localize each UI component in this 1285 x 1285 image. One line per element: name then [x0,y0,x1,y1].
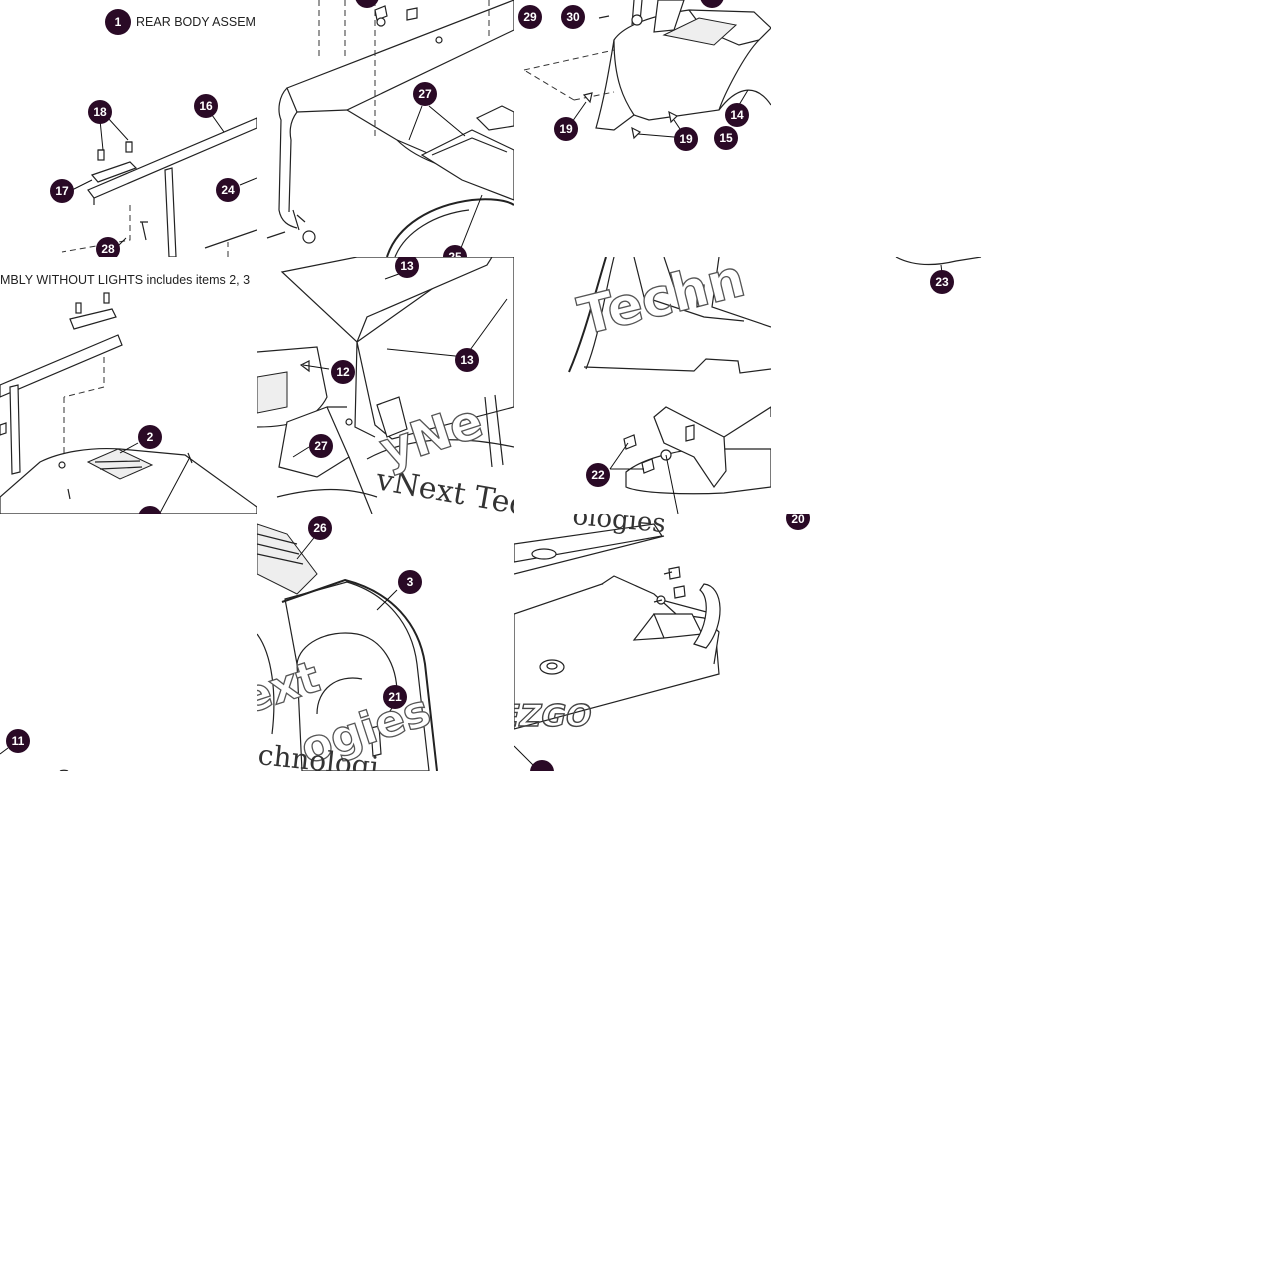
svg-text:20: 20 [791,514,805,526]
callout-17: 17 [50,179,74,203]
svg-text:21: 21 [388,690,402,704]
callout-22: 22 [586,463,610,487]
svg-text:30: 30 [566,10,580,24]
svg-text:26: 26 [313,521,327,535]
svg-text:13: 13 [460,353,474,367]
svg-text:14: 14 [730,108,744,122]
svg-text:23: 23 [935,275,949,289]
callout-14: 14 [725,103,749,127]
svg-text:28: 28 [101,242,115,256]
tile-rear-fender: 29 30 19 19 14 15 [514,0,771,257]
callout-21: 21 [383,685,407,709]
callout-30: 30 [561,5,585,29]
callout-2: 2 [138,425,162,449]
svg-text:16: 16 [199,99,213,113]
svg-text:1: 1 [115,15,122,29]
tile-side-panel: ext ogies chnologi 26 3 21 [257,514,514,771]
svg-text:18: 18 [93,105,107,119]
callout-26: 26 [308,516,332,540]
svg-text:24: 24 [221,183,235,197]
tile-rear-body-shell: 27 25 [257,0,514,257]
svg-text:15: 15 [719,131,733,145]
svg-text:27: 27 [418,87,432,101]
tile-rear-body-frame: 1 18 16 17 24 28 REAR BODY ASSEM [0,0,257,257]
tile-subassembly: 2 MBLY WITHOUT LIGHTS includes items 2, … [0,257,257,514]
tile-bumper-mount: Techn 22 [514,257,771,514]
rear-body-assembly-label: REAR BODY ASSEM [136,15,256,29]
callout-23: 23 [930,270,954,294]
svg-text:25: 25 [448,250,462,257]
watermark-outline: Techn [573,257,751,348]
callout-18: 18 [88,100,112,124]
svg-text:29: 29 [523,10,537,24]
tile-lower-left: 11 [0,514,257,771]
callout-19-right: 19 [674,127,698,151]
ezgo-logo: EZGO [514,699,595,734]
callout-24: 24 [216,178,240,202]
svg-text:17: 17 [55,184,69,198]
callout-bottom-partial [530,760,554,771]
tile-bumper-edge-lower: 20 [771,514,1028,771]
callout-27-top: 27 [413,82,437,106]
callout-15: 15 [714,126,738,150]
svg-text:22: 22 [591,468,605,482]
svg-text:13: 13 [400,259,414,273]
callout-1: 1 [105,9,131,35]
callout-19-left: 19 [554,117,578,141]
svg-text:12: 12 [336,365,350,379]
svg-text:27: 27 [314,439,328,453]
callout-16: 16 [194,94,218,118]
callout-27-mid: 27 [309,434,333,458]
subassembly-label: MBLY WITHOUT LIGHTS includes items 2, 3 [0,273,251,287]
callout-29: 29 [518,5,542,29]
svg-text:2: 2 [147,430,154,444]
tile-bumper-edge: 23 [771,257,1028,514]
svg-text:11: 11 [12,734,25,748]
callout-top-partial [355,0,379,8]
callout-3: 3 [398,570,422,594]
callout-bottom-partial [138,506,162,514]
callout-13-mid: 13 [455,348,479,372]
callout-12: 12 [331,360,355,384]
tile-body-panel: 13 13 12 27 vNext Tec yNe [257,257,514,514]
callout-13-top: 13 [395,257,419,278]
callout-11: 11 [6,729,30,753]
callout-25: 25 [443,245,467,257]
svg-text:19: 19 [679,132,693,146]
callout-top-partial [700,0,724,8]
callout-20: 20 [786,514,810,530]
callout-28: 28 [96,237,120,257]
svg-text:3: 3 [407,575,414,589]
tile-rear-bumper: EZGO ologies [514,514,771,771]
svg-text:19: 19 [559,122,573,136]
